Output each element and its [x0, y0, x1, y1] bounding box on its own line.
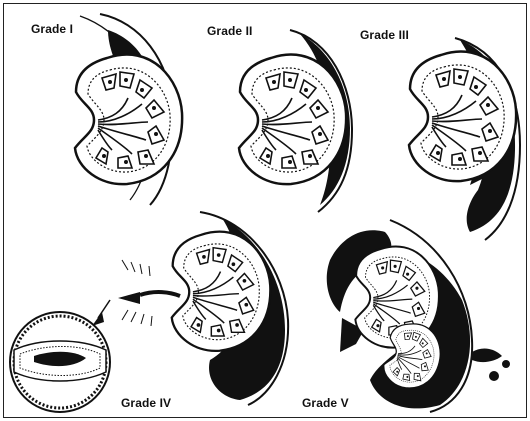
grade-3-kidney — [409, 38, 520, 240]
grade-4-label: Grade IV — [121, 396, 171, 410]
grade-4-kidney — [92, 212, 288, 405]
grade-1-kidney — [75, 14, 182, 205]
grade-5-kidney — [327, 220, 510, 412]
vessel-inset — [10, 312, 110, 412]
grade-2-kidney — [239, 30, 352, 212]
grade-2-label: Grade II — [207, 24, 252, 38]
grade-1-label: Grade I — [31, 22, 73, 36]
grade-3-label: Grade III — [360, 28, 409, 42]
grade-5-label: Grade V — [302, 396, 349, 410]
